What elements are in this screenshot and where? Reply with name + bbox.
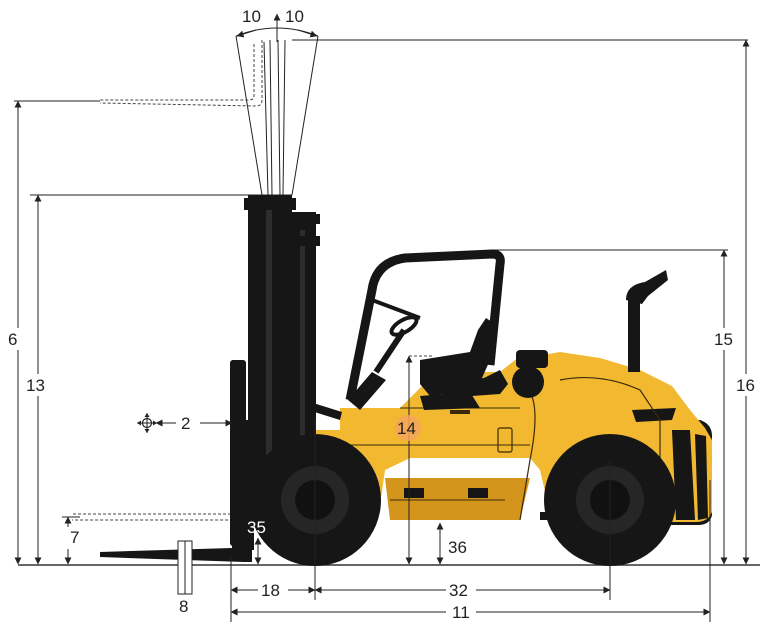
crosshair-arrows-icon (137, 413, 157, 433)
tilt-angle-fan (235, 13, 319, 196)
label-overall-length: 11 (452, 603, 470, 622)
label-overall-raised-height: 6 (8, 330, 17, 349)
seat-height-highlight (395, 415, 421, 441)
label-front-overhang: 18 (261, 581, 280, 600)
label-wheelbase: 32 (449, 581, 468, 600)
label-free-lift-height: 13 (26, 376, 45, 395)
forklift (100, 195, 712, 600)
label-fork-thickness: 8 (179, 597, 188, 616)
label-seat-height: 14 (397, 419, 416, 438)
label-mast-ground-clearance: 35 (247, 518, 266, 537)
tilt-back-label: 10 (285, 7, 304, 26)
label-overall-lowered-height: 16 (736, 376, 755, 395)
label-center-ground-clearance: 36 (448, 538, 467, 557)
label-load-center: 2 (181, 414, 190, 433)
label-fork-free-lift: 7 (70, 528, 79, 547)
label-overhead-guard-height: 15 (714, 330, 733, 349)
tilt-forward-label: 10 (242, 7, 261, 26)
